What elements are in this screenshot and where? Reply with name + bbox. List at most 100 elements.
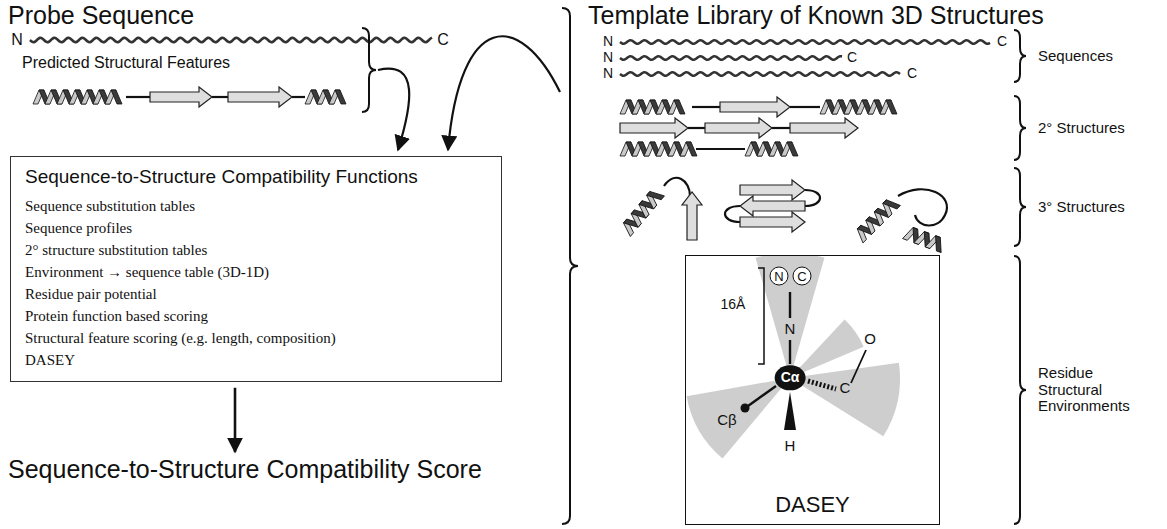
wedge-bond [784, 392, 796, 430]
terminus-label: C [907, 66, 917, 81]
strand-arrow [682, 192, 702, 240]
atom-label: Cα [775, 365, 806, 390]
helix-front [111, 90, 122, 104]
helix-front [686, 142, 697, 156]
sequence-line [620, 56, 842, 59]
result-heading: Sequence-to-Structure Compatibility Scor… [8, 456, 482, 484]
brace [1014, 168, 1026, 246]
list-item: Environment → sequence table (3D-1D) [25, 261, 487, 283]
sequence-line [620, 72, 900, 75]
loop [696, 148, 745, 150]
helix-front [883, 196, 901, 214]
box-heading: Sequence-to-Structure Compatibility Func… [25, 165, 487, 189]
helix [33, 90, 122, 104]
terminus-label: C [847, 50, 857, 65]
helix [305, 90, 346, 104]
list-item: Sequence substitution tables [25, 195, 487, 217]
brace [1014, 96, 1026, 160]
list-item: 2° structure substitution tables [25, 239, 487, 261]
terminus-label: C [997, 34, 1007, 49]
terminus-label: N [11, 31, 23, 49]
helix [620, 187, 665, 237]
helix-front [931, 236, 946, 253]
terminus-label: N [603, 34, 613, 49]
atom-label: O [864, 331, 876, 348]
brace [1014, 256, 1026, 524]
loop [790, 106, 820, 108]
bond [789, 340, 791, 364]
helix [903, 225, 946, 252]
category-label: 2° Structures [1038, 120, 1125, 137]
strand-arrow [150, 87, 212, 107]
strand-arrow [740, 196, 805, 216]
strand-arrow [228, 87, 292, 107]
list-item: Residue pair potential [25, 283, 487, 305]
loop [898, 189, 947, 225]
helix-front [886, 100, 897, 114]
hashed-bond [808, 381, 836, 389]
environment-cone [790, 363, 900, 437]
loop [664, 178, 690, 196]
sequence-line [30, 38, 432, 43]
atom-dot [741, 404, 750, 413]
tertiary-structure [853, 196, 900, 243]
dasey-illustration [687, 256, 900, 458]
feature-label: Predicted Structural Features [22, 54, 230, 72]
loop [688, 127, 705, 129]
strand-arrow [740, 180, 805, 200]
category-label: Sequences [1038, 48, 1113, 65]
loop [292, 96, 305, 98]
list-item: DASEY [25, 349, 487, 371]
loop [725, 206, 740, 222]
tertiary-structure [620, 187, 665, 237]
terminus-label: N [603, 50, 613, 65]
strand-arrow [740, 212, 805, 232]
loop [212, 96, 228, 98]
atom-label: H [785, 438, 796, 455]
sequence-line [620, 40, 990, 43]
category-label: Residue Structural Environments [1038, 365, 1156, 415]
brace [362, 28, 376, 112]
helix-front [647, 187, 665, 204]
helix [853, 196, 900, 243]
flow-arrow [448, 36, 560, 150]
loop [772, 127, 790, 129]
helix [820, 100, 897, 114]
distance-label: 16Å [721, 297, 746, 312]
bond [789, 292, 791, 318]
atom-label: C [840, 380, 851, 397]
terminus-label: N [603, 66, 613, 81]
flow-arrow [378, 69, 409, 150]
heading: Template Library of Known 3D Structures [588, 2, 1044, 30]
atom-label: C [793, 267, 812, 286]
strand-arrow [705, 118, 772, 138]
helix-front [674, 100, 685, 114]
helix-front [787, 142, 798, 156]
atom-label: Cβ [717, 412, 736, 429]
distance-bracket [758, 268, 764, 364]
function-box: Sequence-to-Structure Compatibility Func… [10, 156, 502, 382]
dasey-inset: DASEY [685, 255, 940, 525]
tertiary-structure [903, 225, 946, 252]
tertiary-structure [682, 192, 702, 240]
flow-arrow [234, 388, 237, 452]
brace [562, 8, 578, 524]
helix-front [335, 90, 346, 104]
list-item: Sequence profiles [25, 217, 487, 239]
tertiary-structure [725, 180, 820, 232]
loop [126, 96, 150, 98]
tertiary-structure [740, 196, 805, 216]
bond [748, 386, 776, 406]
strand-arrow [620, 118, 688, 138]
environment-cone [687, 378, 790, 458]
list-item: Structural feature scoring (e.g. length,… [25, 327, 487, 349]
brace [1014, 30, 1026, 82]
helix [620, 142, 697, 156]
inset-title: DASEY [775, 492, 850, 518]
atom-label: N [785, 321, 796, 338]
list-item: Protein function based scoring [25, 305, 487, 327]
atom-label: N [770, 267, 789, 286]
helix [745, 142, 798, 156]
helix [620, 100, 685, 114]
